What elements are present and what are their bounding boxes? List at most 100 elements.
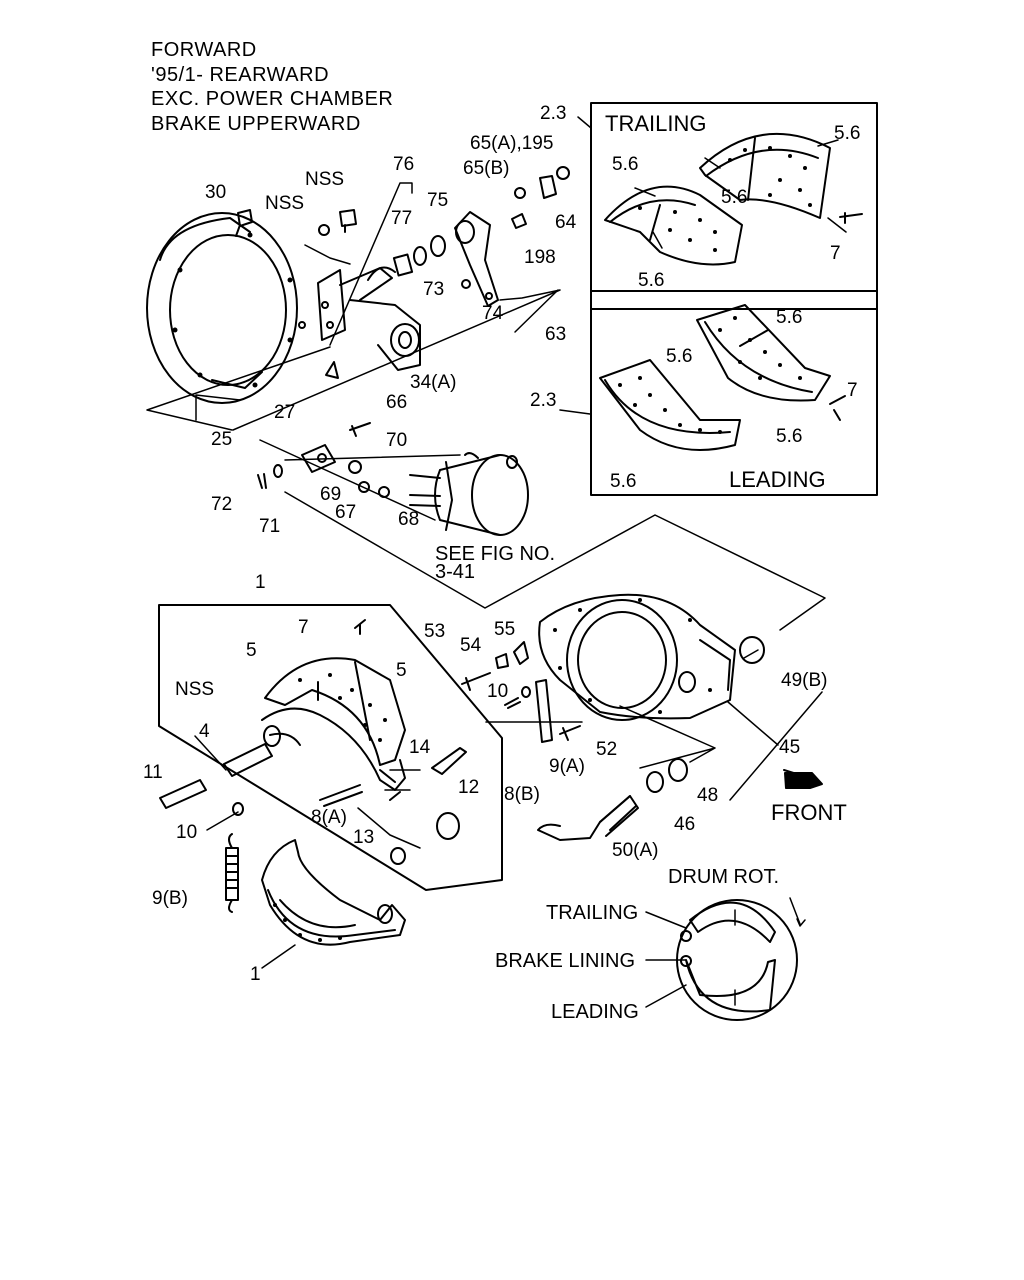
trailing-lining-left	[604, 185, 743, 266]
callout-63: 63	[545, 324, 566, 345]
callout-12: 12	[458, 777, 479, 798]
callout-5-6: 5.6	[721, 187, 747, 208]
callout-50a: 50(A)	[612, 840, 658, 861]
callout-27: 27	[274, 402, 295, 423]
callout-5-6: 5.6	[612, 154, 638, 175]
brake-shoe-web	[261, 707, 406, 801]
clip-13	[390, 847, 406, 865]
nut-65a	[556, 166, 570, 180]
nut-70	[348, 460, 362, 474]
roller-12	[436, 812, 460, 840]
inset-brake-lining-label: BRAKE LINING	[495, 950, 635, 972]
callout-66: 66	[386, 392, 407, 413]
title-brake-upperward: BRAKE UPPERWARD	[151, 113, 361, 135]
return-spring-9b	[225, 833, 239, 913]
callout-64: 64	[555, 212, 577, 233]
bushing-77	[392, 253, 414, 277]
camshaft-50a	[537, 795, 639, 841]
callout-13: 13	[353, 827, 374, 848]
anchor-pin-4	[223, 743, 273, 777]
leading-rivet-7	[829, 395, 846, 421]
camshaft-bracket	[317, 266, 421, 371]
seal-48	[668, 758, 688, 782]
callout-46: 46	[674, 814, 695, 835]
seal-73	[413, 246, 427, 266]
callout-2-3-bottom: 2.3	[530, 390, 556, 411]
callout-14: 14	[409, 737, 431, 758]
shoe-assembly-frame	[158, 604, 503, 891]
callout-2-3-top: 2.3	[540, 103, 566, 124]
pin-66	[349, 422, 371, 437]
callout-7: 7	[830, 243, 841, 264]
callout-25: 25	[211, 429, 232, 450]
leading-box-title: LEADING	[729, 467, 826, 492]
callout-7: 7	[298, 617, 309, 638]
bolt-52	[559, 725, 581, 741]
callout-45: 45	[779, 737, 800, 758]
washer-65b	[514, 187, 526, 199]
trailing-rivet-7	[839, 212, 863, 224]
drum-rotation-label: DRUM ROT.	[668, 866, 779, 888]
title-forward: FORWARD	[151, 39, 257, 61]
callout-nss: NSS	[175, 679, 214, 700]
title-exc-power-chamber: EXC. POWER CHAMBER	[151, 88, 394, 110]
callout-48: 48	[697, 785, 718, 806]
title-rearward: '95/1- REARWARD	[151, 64, 330, 86]
inset-trailing-label: TRAILING	[546, 902, 638, 924]
callout-75: 75	[427, 190, 448, 211]
slack-adjuster-arm	[454, 211, 499, 307]
brake-spider-housing	[538, 593, 736, 721]
callout-73: 73	[423, 279, 444, 300]
trailing-box-title: TRAILING	[605, 111, 706, 136]
callout-54: 54	[460, 635, 482, 656]
inset-leading-label: LEADING	[551, 1001, 639, 1023]
pin-14	[431, 747, 467, 775]
callout-5-6: 5.6	[776, 307, 802, 328]
pin-74	[461, 279, 471, 289]
backing-plate	[146, 212, 298, 404]
callout-68: 68	[398, 509, 419, 530]
callout-9b: 9(B)	[152, 888, 188, 909]
callout-49b: 49(B)	[781, 670, 827, 691]
washer-71	[273, 464, 283, 478]
spring-34a	[325, 361, 339, 379]
callout-71: 71	[259, 516, 280, 537]
front-arrow-icon	[784, 772, 823, 789]
brake-shoe-assembly-1	[261, 839, 406, 946]
nut-67	[358, 481, 370, 493]
callout-5-6: 5.6	[834, 123, 860, 144]
trailing-lining-right	[699, 132, 831, 219]
washer-10	[232, 802, 244, 816]
pin-8a	[319, 784, 363, 807]
see-fig-label: SEE FIG NO.	[435, 543, 555, 565]
callout-69: 69	[320, 484, 341, 505]
callout-77: 77	[391, 208, 412, 229]
callout-52: 52	[596, 739, 617, 760]
brake-chamber	[409, 452, 529, 536]
callout-5-6: 5.6	[666, 346, 692, 367]
callout-65b: 65(B)	[463, 158, 509, 179]
nss-bolt-pair	[318, 209, 357, 236]
leading-lining-lower	[599, 359, 741, 451]
callout-11: 11	[143, 762, 163, 783]
rivet-7	[354, 619, 366, 635]
brake-shoe-lining-5	[264, 657, 406, 766]
callout-65a-195: 65(A),195	[470, 133, 553, 154]
callout-9a: 9(A)	[549, 756, 585, 777]
washer-46	[646, 771, 664, 793]
callout-1: 1	[255, 572, 266, 593]
callout-198: 198	[524, 247, 556, 268]
callout-55: 55	[494, 619, 515, 640]
callout-72: 72	[211, 494, 232, 515]
callout-5-6: 5.6	[638, 270, 664, 291]
callout-10: 10	[176, 822, 197, 843]
clevis-69	[301, 444, 336, 473]
screw-27	[298, 321, 306, 329]
leading-lining-box	[590, 290, 878, 496]
callout-30: 30	[205, 182, 226, 203]
spring-9a	[535, 679, 553, 743]
callout-8b: 8(B)	[504, 784, 540, 805]
callout-53: 53	[424, 621, 445, 642]
callout-5: 5	[396, 660, 407, 681]
callout-10: 10	[487, 681, 508, 702]
